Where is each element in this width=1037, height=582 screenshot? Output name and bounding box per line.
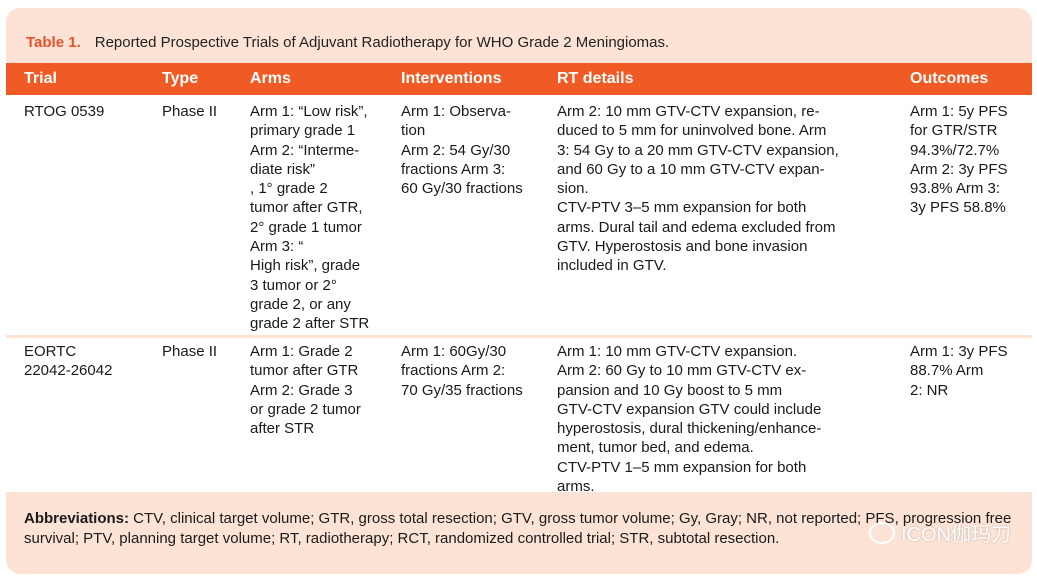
- abbreviations-note: Abbreviations: CTV, clinical target volu…: [24, 509, 1028, 549]
- table-card: Table 1. Reported Prospective Trials of A…: [6, 8, 1032, 574]
- row2-rt-details: Arm 1: 10 mm GTV-CTV expansion. Arm 2: 6…: [557, 343, 822, 496]
- row2-arms: Arm 1: Grade 2 tumor after GTR Arm 2: Gr…: [250, 343, 361, 438]
- header-outcomes: Outcomes: [910, 70, 989, 87]
- abbreviations-text: CTV, clinical target volume; GTR, gross …: [24, 510, 1012, 547]
- table-header-row: Trial Type Arms Interventions RT details…: [6, 63, 1032, 95]
- wechat-icon: [869, 521, 895, 544]
- row1-interventions: Arm 1: Observa- tion Arm 2: 54 Gy/30 fra…: [401, 103, 523, 198]
- table-number: Table 1.: [26, 34, 81, 51]
- row1-rt-details: Arm 2: 10 mm GTV-CTV expansion, re- duce…: [557, 103, 839, 275]
- row2-trial: EORTC 22042-26042: [24, 343, 113, 380]
- row1-trial: RTOG 0539: [24, 103, 105, 120]
- header-arms: Arms: [250, 70, 291, 87]
- header-interventions: Interventions: [401, 70, 502, 87]
- header-trial: Trial: [24, 70, 57, 87]
- header-type: Type: [162, 70, 199, 87]
- row1-arms: Arm 1: “Low risk”, primary grade 1 Arm 2…: [250, 103, 370, 333]
- table-title: Reported Prospective Trials of Adjuvant …: [94, 34, 670, 51]
- row2-type: Phase II: [162, 343, 218, 360]
- watermark-text: ICON伽玛刀: [901, 524, 1011, 546]
- row1-outcomes: Arm 1: 5y PFS for GTR/STR 94.3%/72.7% Ar…: [910, 103, 1008, 217]
- row2-interventions: Arm 1: 60Gy/30 fractions Arm 2: 70 Gy/35…: [401, 343, 523, 399]
- row2-outcomes: Arm 1: 3y PFS 88.7% Arm 2: NR: [910, 343, 1008, 399]
- table-caption: Table 1. Reported Prospective Trials of A…: [26, 34, 669, 51]
- watermark: ICON伽玛刀: [869, 518, 1011, 547]
- row1-type: Phase II: [162, 103, 218, 120]
- header-rt-details: RT details: [557, 70, 634, 87]
- row-separator: [6, 335, 1032, 338]
- table-body: RTOG 0539 Phase II Arm 1: “Low risk”, pr…: [6, 95, 1032, 495]
- abbreviations-label: Abbreviations:: [24, 510, 130, 527]
